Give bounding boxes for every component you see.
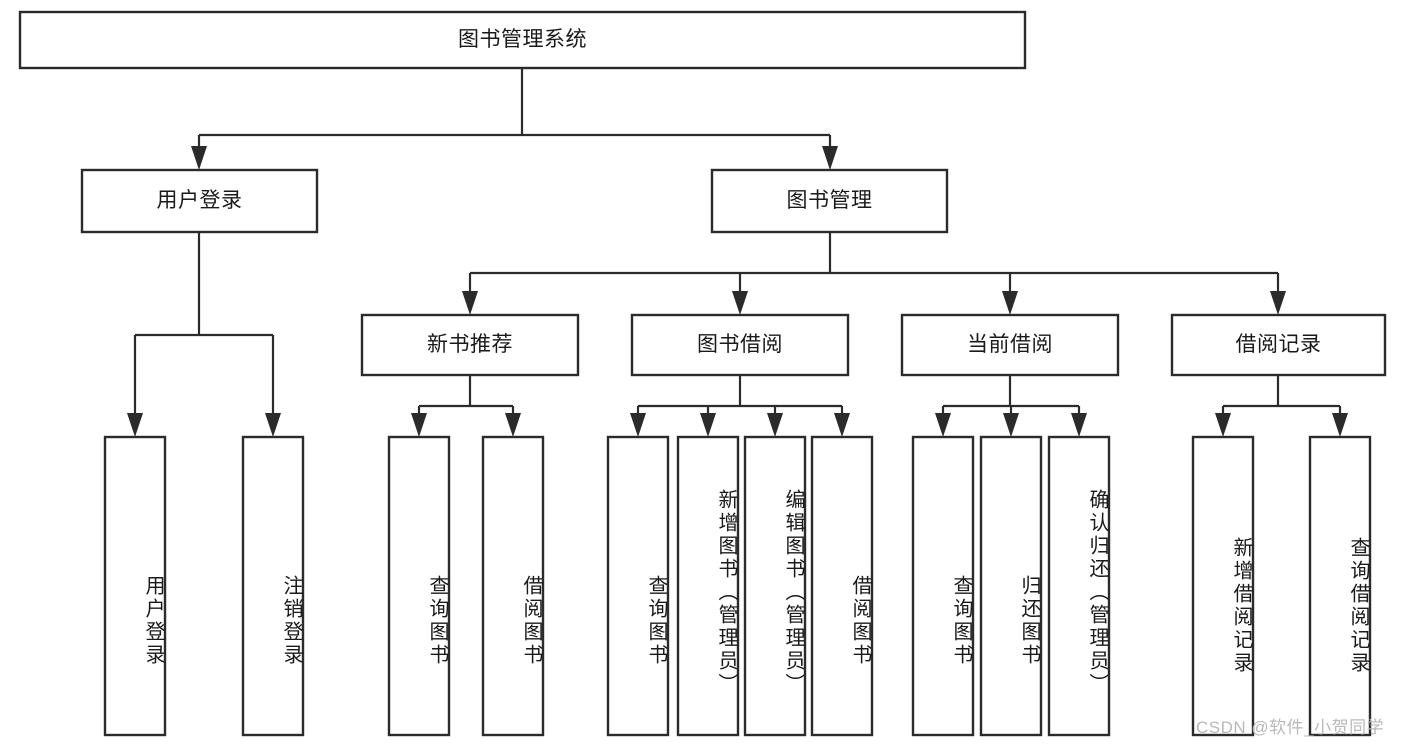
arrow-head-new-book-recommend — [462, 291, 478, 315]
node-box-book-borrow[interactable] — [630, 313, 850, 377]
node-box-leaf-user-login[interactable] — [103, 435, 167, 737]
arrow-head-leaf-borrow-book-1 — [505, 413, 521, 437]
node-box-leaf-borrow-book-1[interactable] — [481, 435, 545, 737]
connectors-book-borrow-to-leaves — [630, 375, 850, 437]
node-box-book-manage[interactable] — [710, 168, 949, 234]
node-box-leaf-confirm-return[interactable] — [1047, 435, 1111, 737]
arrow-head-leaf-query-book-3 — [935, 413, 951, 437]
node-box-leaf-query-book-3[interactable] — [911, 435, 975, 737]
node-box-leaf-edit-book[interactable] — [743, 435, 807, 737]
arrow-head-leaf-query-book-2 — [630, 413, 646, 437]
node-box-leaf-add-book[interactable] — [676, 435, 740, 737]
node-box-current-borrow[interactable] — [900, 313, 1120, 377]
csdn-watermark: CSDN @软件_小贺同学 — [1196, 718, 1385, 737]
node-box-leaf-query-record[interactable] — [1308, 435, 1372, 737]
arrow-head-leaf-return-book — [1003, 413, 1019, 437]
arrow-head-book-borrow — [732, 291, 748, 315]
arrow-head-leaf-user-login — [127, 413, 143, 437]
node-boxes — [18, 10, 1387, 737]
node-box-leaf-logout[interactable] — [241, 435, 305, 737]
node-box-leaf-return-book[interactable] — [979, 435, 1043, 737]
node-box-leaf-query-book-1[interactable] — [387, 435, 451, 737]
arrow-head-current-borrow — [1002, 291, 1018, 315]
arrow-head-leaf-edit-book — [767, 413, 783, 437]
node-box-borrow-record[interactable] — [1170, 313, 1387, 377]
arrow-head-book-manage — [822, 146, 838, 170]
connectors-new-book-recommend-to-leaves — [411, 375, 521, 437]
node-box-leaf-query-book-2[interactable] — [606, 435, 670, 737]
arrow-head-leaf-logout — [265, 413, 281, 437]
arrow-head-leaf-borrow-book-2 — [834, 413, 850, 437]
node-box-new-book-recommend[interactable] — [360, 313, 580, 377]
node-box-user-login[interactable] — [80, 168, 319, 234]
node-box-root[interactable] — [18, 10, 1027, 70]
arrow-head-leaf-confirm-return — [1071, 413, 1087, 437]
arrow-head-leaf-add-book — [700, 413, 716, 437]
connectors-user-login-to-leaves — [127, 232, 281, 437]
arrow-head-user-login — [191, 146, 207, 170]
arrow-head-leaf-query-book-1 — [411, 413, 427, 437]
arrow-head-borrow-record — [1270, 291, 1286, 315]
node-box-leaf-add-record[interactable] — [1191, 435, 1255, 737]
arrow-head-leaf-query-record — [1332, 413, 1348, 437]
node-box-leaf-borrow-book-2[interactable] — [810, 435, 874, 737]
connectors-root-to-level2 — [191, 68, 838, 170]
connectors-borrow-record-to-leaves — [1215, 375, 1348, 437]
connectors-book-manage-to-level3 — [462, 232, 1286, 315]
arrow-head-leaf-add-record — [1215, 413, 1231, 437]
connectors-current-borrow-to-leaves — [935, 375, 1087, 437]
